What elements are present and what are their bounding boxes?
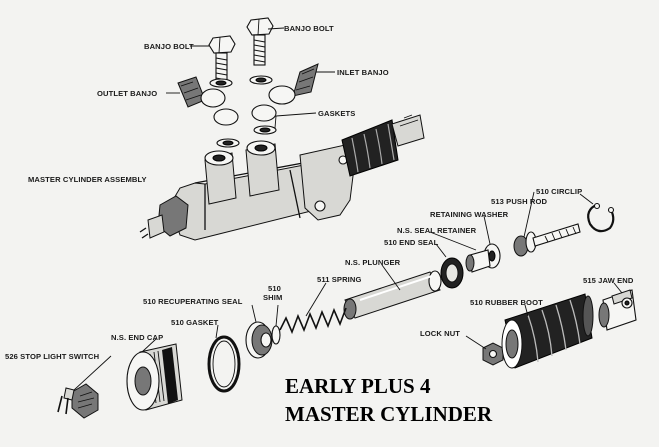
banjo-bolt-left (208, 35, 236, 84)
label-banjo-bolt-left: BANJO BOLT (144, 42, 194, 51)
label-shim-number: 510 (268, 284, 281, 293)
end-seal (440, 257, 464, 289)
label-push-rod: 513 PUSH ROD (491, 197, 547, 206)
label-ns-end-cap: N.S. END CAP (111, 333, 163, 342)
part-labels: BANJO BOLT BANJO BOLT INLET BANJO OUTLET… (5, 24, 634, 361)
rubber-boot (501, 293, 594, 369)
title-line-1: EARLY PLUS 4 (285, 374, 431, 398)
master-cylinder-body (139, 114, 425, 241)
label-retaining-washer: RETAINING WASHER (430, 210, 509, 219)
label-gaskets: GASKETS (318, 109, 355, 118)
leader-lines (73, 27, 623, 391)
inlet-banjo (268, 63, 319, 105)
label-lock-nut: LOCK NUT (420, 329, 460, 338)
label-outlet-banjo: OUTLET BANJO (97, 89, 157, 98)
end-cap (126, 343, 183, 411)
label-stop-light-switch: 526 STOP LIGHT SWITCH (5, 352, 99, 361)
label-ns-seal-retainer: N.S. SEAL RETAINER (397, 226, 477, 235)
banjo-bolt-right (246, 17, 274, 66)
label-ns-plunger: N.S. PLUNGER (345, 258, 401, 267)
gasket-stack (209, 75, 277, 148)
label-inlet-banjo: INLET BANJO (337, 68, 389, 77)
label-rubber-boot: 510 RUBBER BOOT (470, 298, 543, 307)
stop-light-switch (57, 383, 99, 419)
label-banjo-bolt-right: BANJO BOLT (284, 24, 334, 33)
title-line-2: MASTER CYLINDER (285, 402, 493, 426)
seal-retainer (465, 249, 491, 273)
lock-nut (482, 342, 504, 366)
label-master-cylinder-assembly: MASTER CYLINDER ASSEMBLY (28, 175, 147, 184)
circlip (587, 202, 615, 233)
recuperating-seal (245, 321, 281, 359)
label-circlip: 510 CIRCLIP (536, 187, 582, 196)
label-spring: 511 SPRING (317, 275, 361, 284)
label-shim: SHIM (263, 293, 282, 302)
label-jaw-end: 515 JAW END (583, 276, 634, 285)
plunger (343, 270, 442, 320)
gasket-ring (207, 335, 241, 393)
label-end-seal: 510 END SEAL (384, 238, 439, 247)
spring (279, 307, 347, 335)
jaw-end (598, 289, 637, 331)
label-gasket: 510 GASKET (171, 318, 219, 327)
push-rod (513, 223, 581, 257)
outlet-banjo (177, 76, 226, 108)
label-recuperating-seal: 510 RECUPERATING SEAL (143, 297, 243, 306)
diagram-title: EARLY PLUS 4 MASTER CYLINDER (285, 374, 493, 426)
